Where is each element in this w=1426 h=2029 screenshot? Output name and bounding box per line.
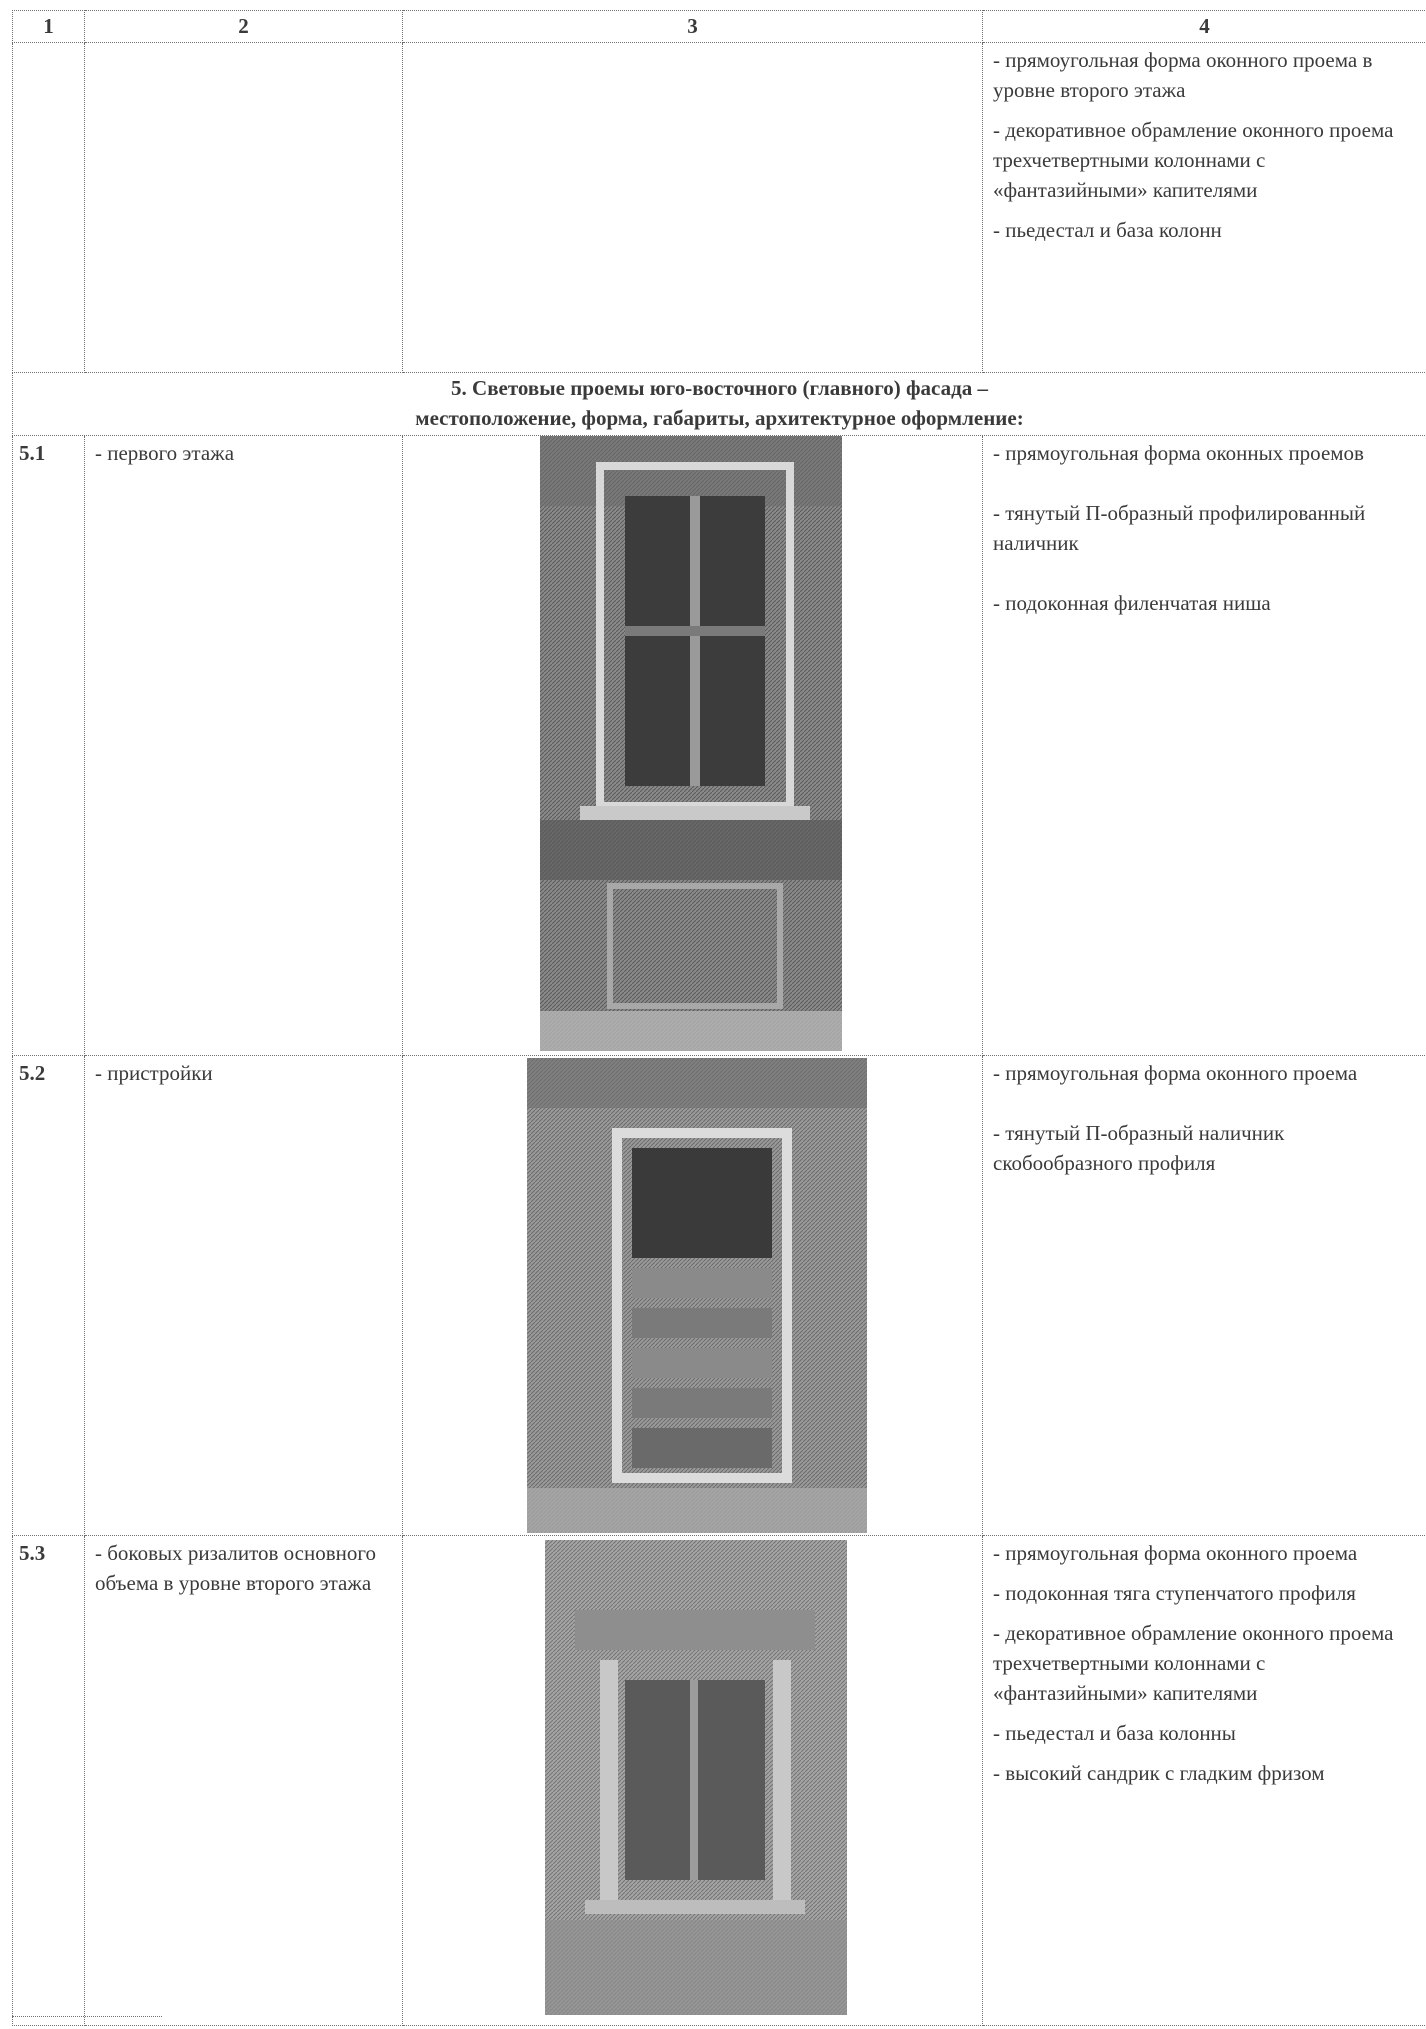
row-name: - боковых ризалитов основного объема в у… — [84, 1535, 403, 2026]
feature-item: - подоконная тяга ступенчатого профиля — [993, 1581, 1356, 1605]
row-number: 5.3 — [12, 1535, 85, 2026]
feature-item: - декоративное обрамление оконного проем… — [993, 118, 1394, 202]
header-col-4: 4 — [982, 10, 1426, 43]
photo-cell — [402, 1535, 983, 2026]
table-bottom-border — [12, 2016, 162, 2018]
feature-item: - прямоугольная форма оконного проема — [993, 1541, 1358, 1565]
feature-item: - декоративное обрамление оконного проем… — [993, 1621, 1394, 1705]
section-heading: 5. Световые проемы юго-восточного (главн… — [12, 372, 1426, 436]
features-cell: - прямоугольная форма оконного проема - … — [982, 1055, 1426, 1536]
feature-item: - пьедестал и база колонн — [993, 218, 1222, 242]
continuation-features-cell: - прямоугольная форма оконного проема в … — [982, 42, 1426, 373]
feature-item: - прямоугольная форма оконного проема в … — [993, 48, 1373, 102]
window-photo — [545, 1540, 982, 2015]
continuation-name-cell — [84, 42, 403, 373]
feature-item: - тянутый П-образный наличник скобообраз… — [993, 1121, 1285, 1175]
table-row-5-1: 5.1 - первого этажа — [12, 435, 1426, 1056]
feature-item: - прямоугольная форма оконных проемов — [993, 441, 1364, 465]
section-heading-line-2: местоположение, форма, габариты, архитек… — [415, 406, 1024, 430]
features-cell: - прямоугольная форма оконного проема - … — [982, 1535, 1426, 2026]
architecture-table: 1 2 3 4 - прямоугольная форма оконного п… — [12, 10, 1426, 2026]
feature-item: - пьедестал и база колонны — [993, 1721, 1236, 1745]
row-name: - пристройки — [84, 1055, 403, 1536]
header-col-1: 1 — [12, 10, 85, 43]
window-photo-image — [545, 1540, 847, 2015]
features-cell: - прямоугольная форма оконных проемов - … — [982, 435, 1426, 1056]
feature-item: - тянутый П-образный профилированный нал… — [993, 501, 1366, 555]
window-photo — [540, 436, 982, 1051]
header-col-3: 3 — [402, 10, 983, 43]
continuation-num-cell — [12, 42, 85, 373]
photo-cell — [402, 435, 983, 1056]
table-row-5-3: 5.3 - боковых ризалитов основного объема… — [12, 1535, 1426, 2026]
window-photo — [527, 1058, 982, 1533]
section-heading-line-1: 5. Световые проемы юго-восточного (главн… — [451, 376, 988, 400]
photo-cell — [402, 1055, 983, 1536]
header-row: 1 2 3 4 — [12, 10, 1426, 43]
row-number: 5.2 — [12, 1055, 85, 1536]
row-number: 5.1 — [12, 435, 85, 1056]
header-col-2: 2 — [84, 10, 403, 43]
section-heading-row: 5. Световые проемы юго-восточного (главн… — [12, 372, 1426, 436]
continuation-row: - прямоугольная форма оконного проема в … — [12, 42, 1426, 373]
feature-item: - подоконная филенчатая ниша — [993, 591, 1271, 615]
window-photo-image — [540, 436, 842, 1051]
continuation-photo-cell — [402, 42, 983, 373]
table-row-5-2: 5.2 - пристройки — [12, 1055, 1426, 1536]
feature-item: - высокий сандрик с гладким фризом — [993, 1761, 1325, 1785]
row-name: - первого этажа — [84, 435, 403, 1056]
window-photo-image — [527, 1058, 867, 1533]
feature-item: - прямоугольная форма оконного проема — [993, 1061, 1358, 1085]
